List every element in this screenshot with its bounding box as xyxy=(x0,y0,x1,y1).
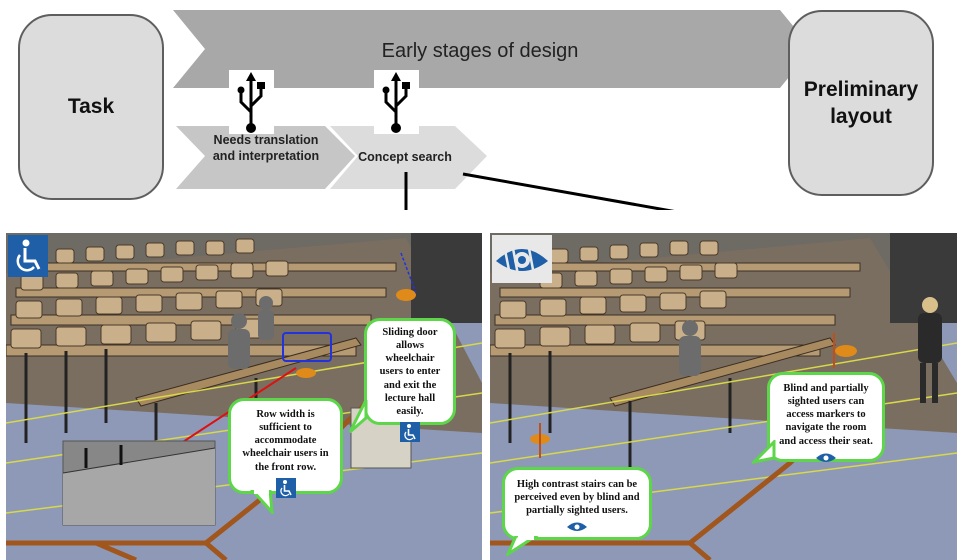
low-vision-eye-icon xyxy=(567,522,587,532)
wheelchair-icon xyxy=(275,477,296,498)
bubble-tail xyxy=(348,399,368,434)
left-scene xyxy=(6,233,482,560)
low-vision-eye-icon xyxy=(492,235,552,283)
bubble-stairs-text: High contrast stairs can be perceived ev… xyxy=(514,479,640,517)
bubble-tail xyxy=(506,536,539,556)
diag-arrow-line xyxy=(462,172,675,210)
layout-label: Preliminary layout xyxy=(803,77,919,128)
task-label: Task xyxy=(67,95,115,119)
bubble-markers-text: Blind and partially sighted users can ac… xyxy=(779,383,873,447)
stage-arrow xyxy=(173,10,812,88)
step1-label: Needs translation and interpretation xyxy=(212,133,320,163)
layout-box: Preliminary layout xyxy=(788,10,934,196)
step2-label: Concept search xyxy=(358,150,452,164)
bubble-sliding-door: Sliding door allows wheelchair users to … xyxy=(364,318,456,442)
step2-arrow xyxy=(330,126,487,189)
wheelchair-icon xyxy=(400,421,420,442)
bubble-stairs: High contrast stairs can be perceived ev… xyxy=(502,467,652,540)
flow-arrows xyxy=(173,10,812,210)
bubble-tail xyxy=(752,440,776,464)
lecture-hall-render xyxy=(6,233,482,560)
low-vision-eye-icon xyxy=(816,453,836,462)
usb-icon xyxy=(229,70,274,134)
step1-arrow xyxy=(176,126,355,189)
task-box: Task xyxy=(18,14,164,200)
bubble-door-text: Sliding door allows wheelchair users to … xyxy=(379,327,441,417)
usb-icon xyxy=(374,70,419,134)
bubble-row-width: Row width is sufficient to accommodate w… xyxy=(228,398,343,498)
bubble-row-text: Row width is sufficient to accommodate w… xyxy=(242,409,329,473)
bubble-markers: Blind and partially sighted users can ac… xyxy=(767,372,885,462)
bubble-tail xyxy=(250,490,274,514)
stage-label: Early stages of design xyxy=(381,40,579,62)
wheelchair-icon xyxy=(8,235,48,277)
